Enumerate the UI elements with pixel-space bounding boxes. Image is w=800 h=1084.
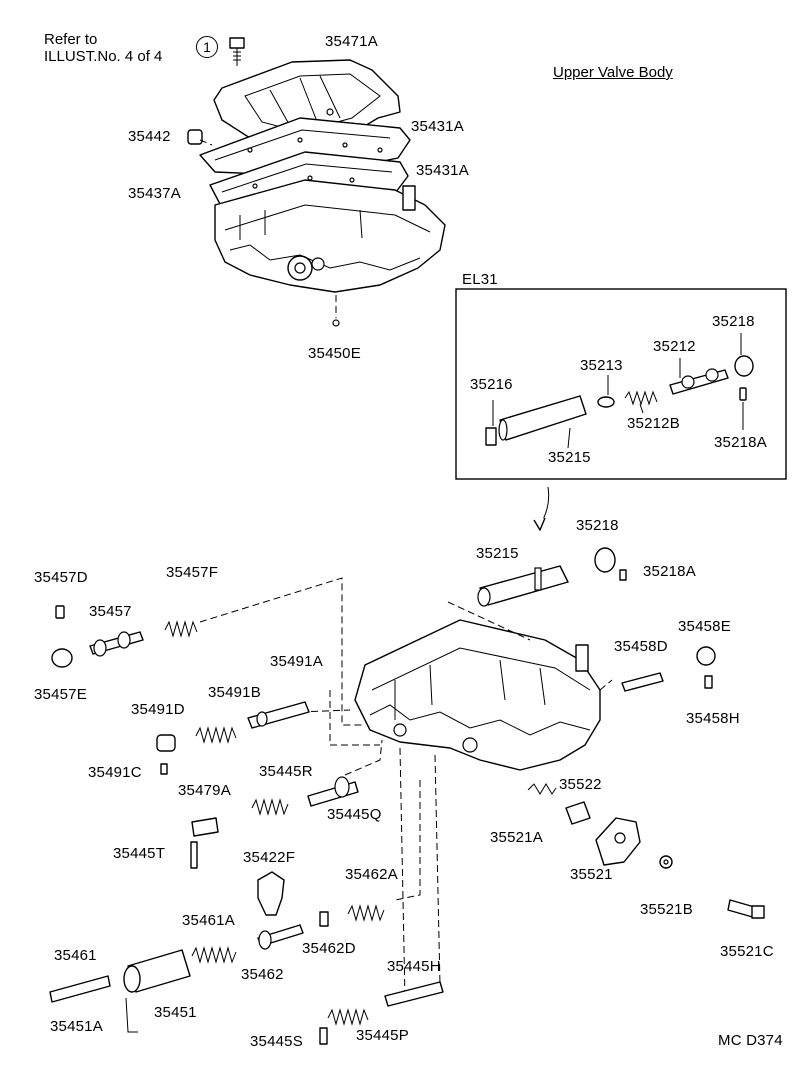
lower-valve-body (354, 619, 601, 771)
part-label: 35458H (686, 710, 740, 727)
part-label: 35458E (678, 618, 731, 635)
part-label: 35437A (128, 185, 181, 202)
part-label: 35218 (576, 517, 619, 534)
part-label: 35521A (490, 829, 543, 846)
part-label: 35213 (580, 357, 623, 374)
bolt-icon (229, 37, 245, 66)
part-label: 35445T (113, 845, 166, 862)
part-label: 35491A (270, 653, 323, 670)
part-label: 35445Q (327, 806, 382, 823)
part-label: 35442 (128, 128, 171, 145)
part-label: 35462D (302, 940, 356, 957)
part-label: 35521 (570, 866, 613, 883)
part-label: 35218 (712, 313, 755, 330)
ref-marker-circle: 1 (196, 36, 218, 58)
part-label: 35445P (356, 1027, 409, 1044)
part-label: 35458D (614, 638, 668, 655)
part-label: 35431A (411, 118, 464, 135)
part-label: 35451A (50, 1018, 103, 1035)
assembly-guides (199, 577, 613, 1001)
inset-frame (455, 288, 787, 480)
part-label: 35462A (345, 866, 398, 883)
plug-35442 (187, 129, 203, 145)
part-label: 35491B (208, 684, 261, 701)
part-label: 35457E (34, 686, 87, 703)
part-label: 35445H (387, 958, 441, 975)
ref-marker-text: 1 (203, 39, 211, 55)
part-label: 35212B (627, 415, 680, 432)
part-label: 35218A (643, 563, 696, 580)
part-label: 35451 (154, 1004, 197, 1021)
drawing-code: MC D374 (718, 1032, 783, 1049)
part-label: 35215 (476, 545, 519, 562)
part-label: 35461 (54, 947, 97, 964)
part-label: 35215 (548, 449, 591, 466)
part-label: 35450E (308, 345, 361, 362)
part-label: 35445S (250, 1033, 303, 1050)
refer-note-line1: Refer to (44, 31, 98, 48)
part-label: 35521B (640, 901, 693, 918)
part-label: 35522 (559, 776, 602, 793)
part-label: 35461A (182, 912, 235, 929)
part-label: 35457D (34, 569, 88, 586)
part-label: 35218A (714, 434, 767, 451)
inset-parts (485, 333, 754, 449)
inset-label: EL31 (462, 271, 498, 288)
ball-35450E (332, 319, 340, 327)
part-label: 35491C (88, 764, 142, 781)
part-label: 35431A (416, 162, 469, 179)
part-label: 35445R (259, 763, 313, 780)
part-label: 35457F (166, 564, 219, 581)
part-label: 35457 (89, 603, 132, 620)
part-label: 35471A (325, 33, 378, 50)
upper-valve-body (214, 179, 446, 293)
part-label: 35479A (178, 782, 231, 799)
part-label: 35491D (131, 701, 185, 718)
part-label: 35216 (470, 376, 513, 393)
lower-parts (49, 547, 765, 1045)
part-label: 35422F (243, 849, 296, 866)
part-label: 35521C (720, 943, 774, 960)
refer-note-line2: ILLUST.No. 4 of 4 (44, 48, 163, 65)
part-label: 35212 (653, 338, 696, 355)
part-label: 35462 (241, 966, 284, 983)
diagram-title: Upper Valve Body (553, 64, 673, 81)
